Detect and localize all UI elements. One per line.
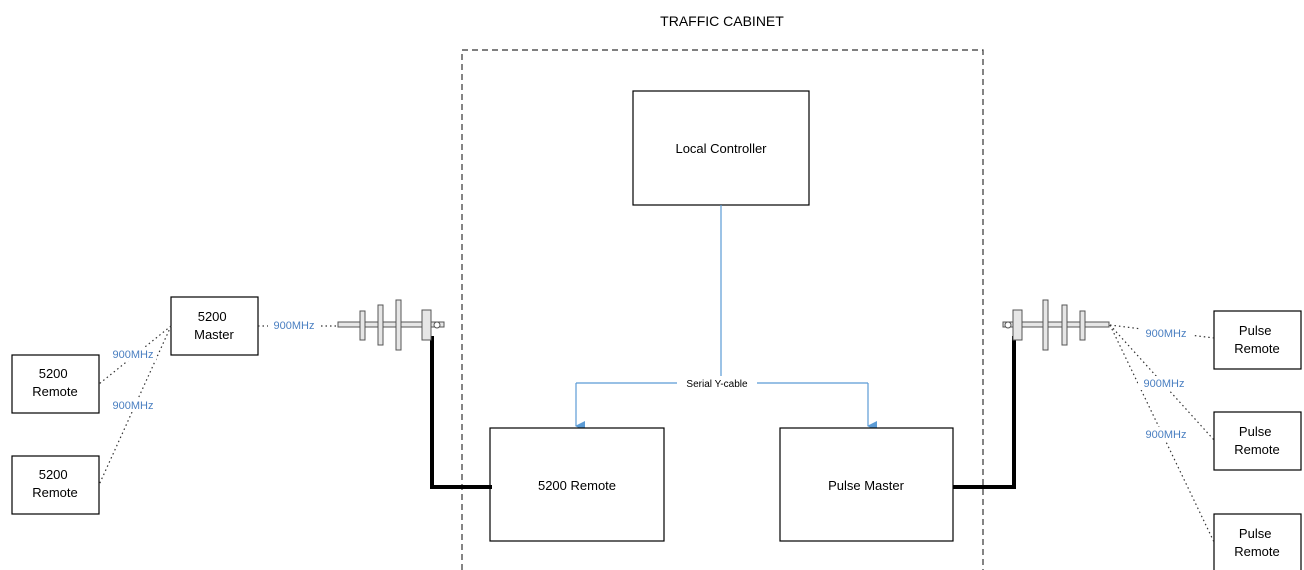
rf-link-master-remote-b xyxy=(98,325,172,486)
cabinet-title: TRAFFIC CABINET xyxy=(660,13,784,29)
pulse-remote-a-label: Pulse Remote xyxy=(1234,323,1280,356)
local-controller-node: Local Controller xyxy=(632,90,810,206)
rf-label-pulse-a: 900MHz xyxy=(1146,328,1187,340)
pulse-remote-a-node: Pulse Remote xyxy=(1213,310,1302,370)
yagi-antenna-right-icon xyxy=(1002,299,1110,351)
pulse-remote-b-label: Pulse Remote xyxy=(1234,424,1280,457)
rf-label-pulse-b: 900MHz xyxy=(1144,378,1185,390)
rf-label-pulse-c: 900MHz xyxy=(1146,429,1187,441)
remote-5200-a-node: 5200 Remote xyxy=(11,354,100,414)
pulse-master-label: Pulse Master xyxy=(828,478,905,493)
rf-label-remote-b: 900MHz xyxy=(113,400,154,412)
pulse-remote-c-label: Pulse Remote xyxy=(1234,526,1280,559)
yagi-antenna-left-icon xyxy=(337,299,445,351)
remote-5200-b-label: 5200 Remote xyxy=(32,467,78,500)
local-controller-label: Local Controller xyxy=(675,141,767,156)
serial-y-cable-label: Serial Y-cable xyxy=(686,379,748,390)
coax-cable-left xyxy=(430,336,492,489)
serial-y-cable: Serial Y-cable xyxy=(575,205,877,431)
pulse-remote-b-node: Pulse Remote xyxy=(1213,411,1302,471)
rf-label-remote-a: 900MHz xyxy=(113,349,154,361)
master-5200-label: 5200 Master xyxy=(194,309,234,342)
master-5200-node: 5200 Master xyxy=(170,296,259,356)
remote-5200-b-node: 5200 Remote xyxy=(11,455,100,515)
remote-5200-main-label: 5200 Remote xyxy=(538,478,616,493)
traffic-cabinet-outline xyxy=(461,49,984,570)
remote-5200-a-label: 5200 Remote xyxy=(32,366,78,399)
pulse-remote-c-node: Pulse Remote xyxy=(1213,513,1302,570)
rf-label-master-antenna: 900MHz xyxy=(274,320,315,332)
pulse-master-node: Pulse Master xyxy=(779,427,954,542)
coax-cable-right xyxy=(953,336,1016,489)
remote-5200-main-node: 5200 Remote xyxy=(489,427,665,542)
